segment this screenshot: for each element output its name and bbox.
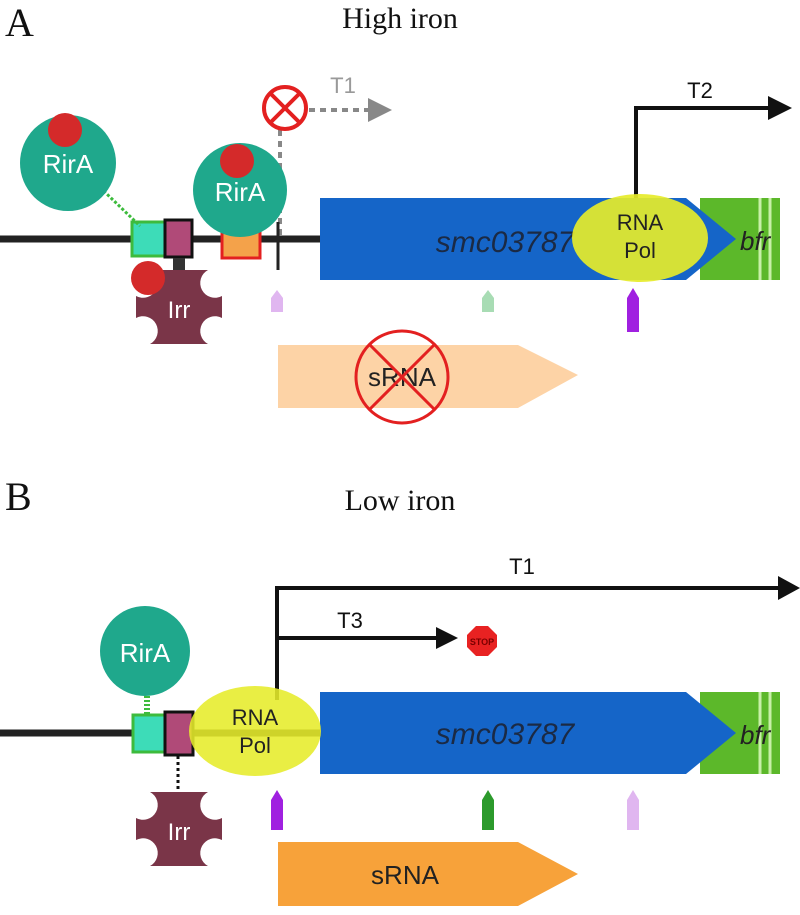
panel-a-letter: A [5, 0, 34, 45]
t1-arrowhead [778, 576, 800, 600]
irr-protein: Irr [136, 792, 222, 866]
tss-marker [482, 290, 494, 312]
rna-polymerase [572, 194, 708, 282]
t1-blocked-arrowhead [368, 98, 392, 122]
rira-label: RirA [120, 638, 171, 668]
smc03787-label: smc03787 [436, 226, 576, 259]
rira-binding-site [131, 713, 167, 754]
rira-right-label: RirA [215, 177, 266, 207]
irr-binding-site [163, 710, 195, 757]
srna-arrow [278, 842, 578, 906]
iron-atom [131, 261, 165, 295]
t1-arrow [275, 586, 785, 700]
stop-sign-icon: STOP [467, 626, 497, 656]
rira-protein-left [20, 115, 116, 211]
inhibit-icon [262, 85, 308, 131]
t2-label: T2 [687, 78, 713, 103]
rira-protein [100, 606, 190, 696]
tss-marker [271, 790, 283, 830]
panel-b-letter: B [5, 474, 32, 519]
srna-arrow [278, 345, 578, 408]
iron-atom [48, 113, 82, 147]
tss-marker [627, 288, 639, 332]
t3-label: T3 [337, 608, 363, 633]
t2-arrow [634, 106, 775, 198]
rira-link [80, 168, 142, 228]
bfr-label: bfr [740, 720, 772, 750]
tss-marker [271, 290, 283, 312]
rira-binding-site-left [130, 220, 167, 258]
t1-label: T1 [330, 73, 356, 98]
panel-b-title: Low iron [345, 484, 456, 517]
t3-arrowhead [436, 627, 458, 649]
smc03787-gene-arrow [320, 692, 736, 774]
rnapol-label-1: RNA [232, 705, 279, 730]
smc03787-label: smc03787 [436, 718, 576, 751]
panel-b: B Low iron bfr smc03787 T1 T3 STOP RNA [0, 474, 800, 906]
inhibit-icon [354, 329, 450, 425]
irr-label: Irr [168, 819, 191, 846]
panel-a-title: High iron [342, 2, 458, 35]
stop-label: STOP [470, 637, 494, 647]
irr-binding-site [163, 218, 194, 259]
iron-atom [220, 144, 254, 178]
panel-a: A High iron bfr smc03787 T2 RNA Pol T1 [0, 0, 792, 425]
bfr-label: bfr [740, 226, 772, 256]
t2-arrowhead [768, 96, 792, 120]
tss-marker [482, 790, 494, 830]
tss-marker [627, 790, 639, 830]
rnapol-label-1: RNA [617, 210, 664, 235]
rnapol-label-2: Pol [624, 238, 656, 263]
rira-left-label: RirA [43, 149, 94, 179]
irr-label: Irr [168, 297, 191, 324]
srna-label: sRNA [371, 860, 440, 890]
rna-polymerase [189, 686, 321, 776]
t1-label: T1 [509, 554, 535, 579]
rira-protein-right [193, 143, 287, 237]
rnapol-label-2: Pol [239, 733, 271, 758]
